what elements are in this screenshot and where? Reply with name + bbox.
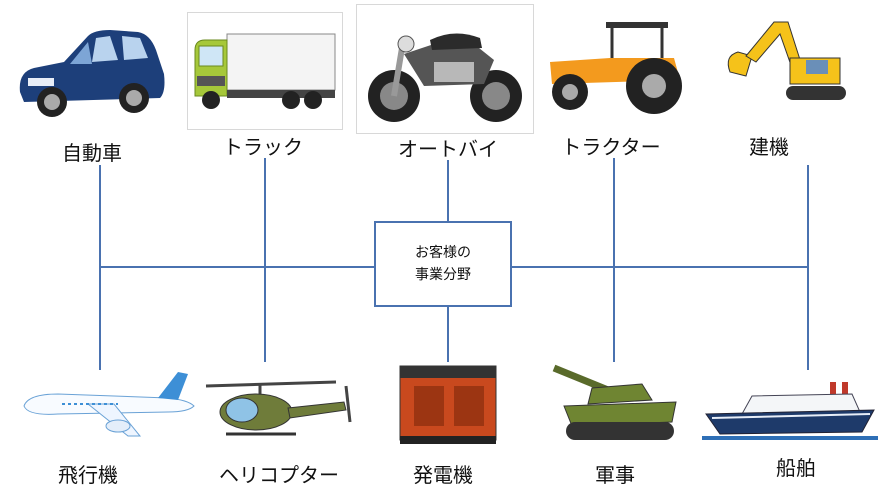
generator-icon <box>399 365 497 444</box>
top-label-4: 建機 <box>749 135 789 159</box>
bottom-label-2: 発電機 <box>413 463 473 487</box>
tank-icon <box>552 364 677 440</box>
airplane-icon <box>23 372 195 437</box>
excavator-icon <box>727 21 846 100</box>
helicopter-icon <box>205 380 352 436</box>
top-label-1: トラック <box>223 135 303 159</box>
motorcycle-icon <box>368 33 522 122</box>
tractor-icon <box>550 22 682 114</box>
center-line-1: お客様の <box>415 245 471 261</box>
bottom-label-1: ヘリコプター <box>219 463 339 487</box>
bottom-label-0: 飛行機 <box>58 463 118 487</box>
ship-icon <box>702 382 878 440</box>
bottom-label-4: 船舶 <box>776 456 816 480</box>
center-line-2: 事業分野 <box>415 267 471 283</box>
truck-icon <box>194 33 336 109</box>
top-label-2: オートバイ <box>398 137 498 161</box>
center-box: お客様の 事業分野 <box>374 221 512 307</box>
car-icon <box>19 30 165 117</box>
top-label-0: 自動車 <box>62 141 122 165</box>
top-label-3: トラクター <box>561 135 661 159</box>
bottom-label-3: 軍事 <box>595 463 635 487</box>
